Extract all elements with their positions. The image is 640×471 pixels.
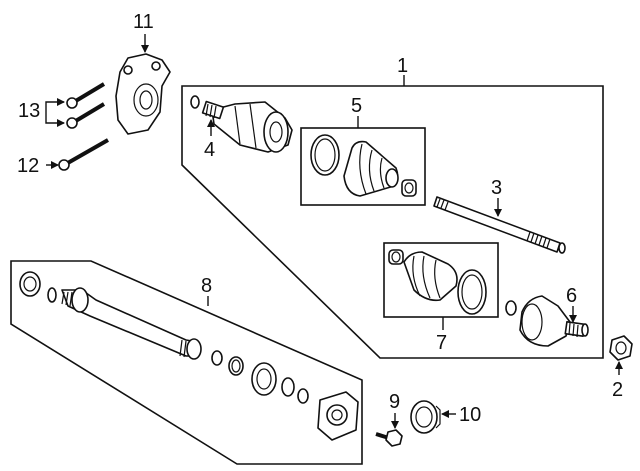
bolt-icon-13a[interactable] xyxy=(66,82,106,109)
outer-cv-joint[interactable] xyxy=(519,295,589,347)
callout-5[interactable]: 5 xyxy=(351,95,362,117)
callout-13-arrow-b xyxy=(45,110,65,127)
seal-10[interactable] xyxy=(410,400,441,434)
bolt-icon-9[interactable] xyxy=(375,429,403,447)
callout-13[interactable]: 13 xyxy=(18,100,40,122)
o-ring-small[interactable] xyxy=(190,95,200,109)
intermediate-shaft xyxy=(61,287,202,360)
callout-3[interactable]: 3 xyxy=(491,177,502,199)
callout-6[interactable]: 6 xyxy=(566,285,577,307)
bolt-icon-12[interactable] xyxy=(58,138,109,171)
callout-13-arrow-a xyxy=(45,98,65,110)
boot-kit-7[interactable] xyxy=(388,249,487,315)
callout-11[interactable]: 11 xyxy=(133,11,154,33)
axle-shaft[interactable] xyxy=(433,196,566,254)
spline-stub xyxy=(201,100,225,120)
callout-10[interactable]: 10 xyxy=(459,404,481,426)
boot-kit-5[interactable] xyxy=(310,134,417,197)
nut-icon xyxy=(609,335,633,361)
clamp-icon xyxy=(401,179,417,197)
axle-nut[interactable] xyxy=(609,335,633,361)
callout-2[interactable]: 2 xyxy=(612,379,623,401)
bearing-bracket xyxy=(317,391,359,441)
intermediate-shaft-parts[interactable] xyxy=(19,271,359,441)
clamp-ring-large xyxy=(310,134,340,176)
o-ring-outer[interactable] xyxy=(505,300,517,316)
bolt-icon-13b[interactable] xyxy=(66,102,106,129)
seal-icon xyxy=(19,271,41,297)
inner-cv-joint[interactable] xyxy=(201,100,293,153)
callout-9[interactable]: 9 xyxy=(389,391,400,413)
mounting-bracket[interactable] xyxy=(115,53,171,135)
callout-7[interactable]: 7 xyxy=(436,332,447,354)
callout-12[interactable]: 12 xyxy=(17,155,39,177)
callout-1[interactable]: 1 xyxy=(397,55,408,77)
callout-8[interactable]: 8 xyxy=(201,275,212,297)
callout-4[interactable]: 4 xyxy=(204,139,215,161)
